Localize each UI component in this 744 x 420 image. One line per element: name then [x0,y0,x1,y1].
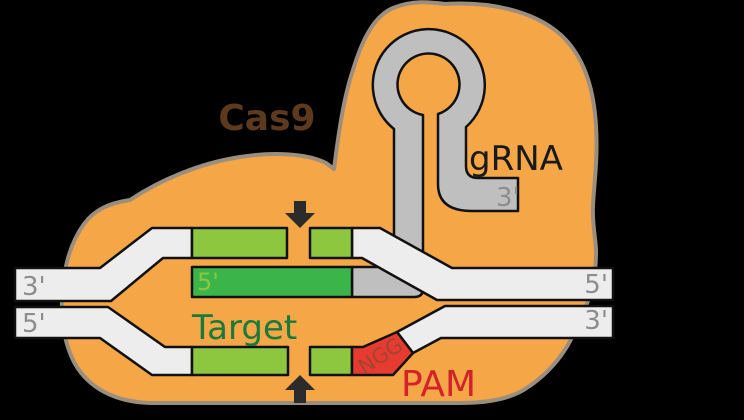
grna-ribbon [350,27,520,299]
pam-label: PAM [401,364,476,405]
dna-left-bottom-five-prime-label: 5' [22,309,46,339]
target-label: Target [191,308,297,348]
cleavage-arrow-bottom [285,375,315,403]
grna-spacer-five-prime-label: 5' [197,268,219,296]
dna-right-bottom-three-prime-label: 3' [584,306,608,336]
cleavage-arrow-top [285,201,315,228]
dna-strand-right-top [350,226,615,302]
grna-spacer-segment [190,265,354,299]
dna-left-top-three-prime-label: 3' [22,272,46,302]
nontarget-strand-segment-right [308,226,354,260]
target-strand-segment-right [308,345,354,377]
dna-right-top-five-prime-label: 5' [584,270,608,300]
cas9-label: Cas9 [218,98,315,139]
grna-three-prime-label: 3' [496,183,520,213]
pam-site [350,330,415,377]
target-strand-segment-left [190,345,290,377]
nontarget-strand-segment-left [190,226,289,260]
grna-label: gRNA [469,139,563,179]
